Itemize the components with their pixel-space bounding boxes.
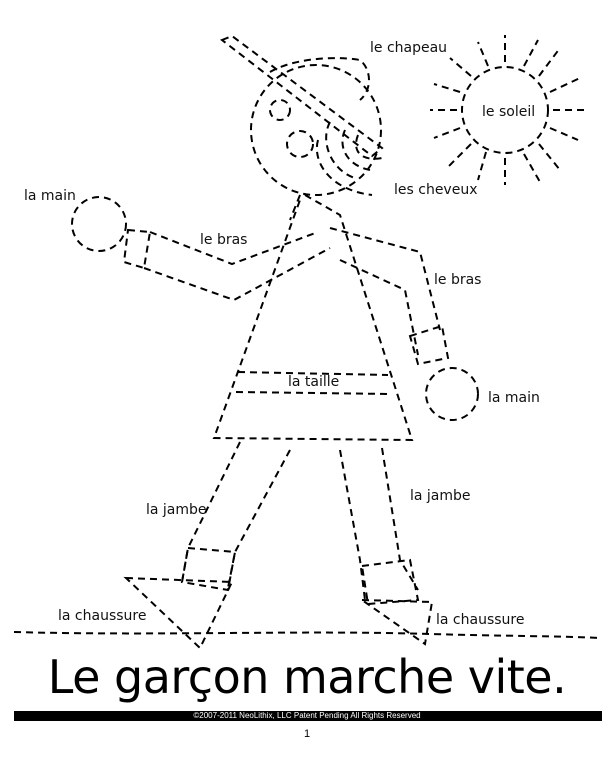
head-drawing <box>220 34 384 221</box>
label-hand-right: la main <box>488 390 540 406</box>
label-hair: les cheveux <box>394 182 478 198</box>
label-arm-left: le bras <box>200 232 248 248</box>
copyright-text: ©2007-2011 NeoLithix, LLC Patent Pending… <box>193 711 421 720</box>
sentence-title: Le garçon marche vite. <box>47 650 567 704</box>
label-shoe-left: la chaussure <box>58 608 147 624</box>
label-leg-left: la jambe <box>146 502 207 518</box>
label-waist: la taille <box>288 374 340 390</box>
left-leg-drawing <box>123 441 291 650</box>
label-shoe-right: la chaussure <box>436 612 525 628</box>
body-drawing <box>212 194 414 442</box>
label-sun: le soleil <box>482 104 536 120</box>
page-number: 1 <box>303 728 311 740</box>
ground-drawing <box>13 631 601 639</box>
sun-drawing <box>430 35 585 185</box>
label-arm-right: le bras <box>434 272 482 288</box>
label-hat: le chapeau <box>370 40 448 56</box>
right-leg-drawing <box>339 447 434 646</box>
label-leg-right: la jambe <box>410 488 471 504</box>
footer-bar <box>14 711 602 721</box>
left-arm-drawing <box>71 196 331 302</box>
right-arm-drawing <box>329 227 479 421</box>
label-hand-left: la main <box>24 188 76 204</box>
